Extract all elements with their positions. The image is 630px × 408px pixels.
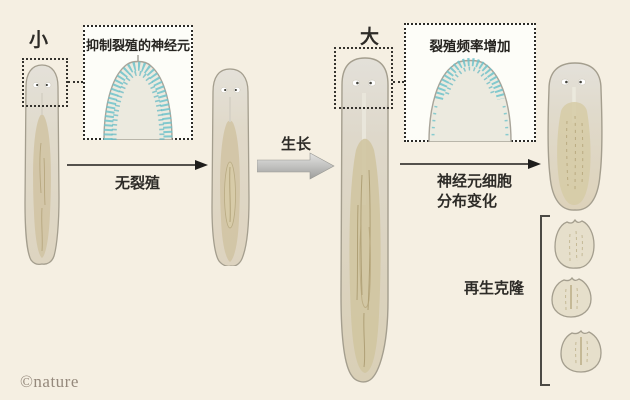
regen-clones-bracket <box>540 215 550 386</box>
inset-increase-title: 裂殖频率增加 <box>429 39 511 54</box>
clone-fragment-2 <box>551 276 592 318</box>
label-no-fission: 无裂殖 <box>114 175 160 192</box>
inset-inhibit-head-drawing <box>103 55 173 140</box>
label-regen-clones: 再生克隆 <box>464 280 525 297</box>
label-large: 大 <box>360 27 380 48</box>
dense-neuron-fringe <box>103 61 173 140</box>
worm-large-left-eye <box>352 79 360 87</box>
inset-inhibit-title: 抑制裂殖的神经元 <box>85 38 190 53</box>
worm-small-right-eye <box>44 82 52 88</box>
connector-small-to-inset <box>68 81 83 83</box>
inset-inhibit-fission: 抑制裂殖的神经元 <box>83 25 193 140</box>
worm-medium-illustration <box>211 68 250 266</box>
head-region-box-small <box>22 58 68 107</box>
inset-increase-head-drawing <box>428 58 512 142</box>
worm-large-illustration <box>340 57 389 383</box>
worm-medium-right-eye <box>233 87 241 93</box>
connector-large-to-inset <box>393 81 404 83</box>
growth-arrow <box>257 152 335 180</box>
worm-right-illustration <box>547 62 603 211</box>
label-neuron-change-line2: 分布变化 <box>437 193 498 210</box>
sparse-neuron-fringe <box>435 58 505 100</box>
label-neuron-change-line1: 神经元细胞 <box>437 173 513 190</box>
label-small: 小 <box>29 30 49 51</box>
nature-watermark: ©nature <box>20 372 79 391</box>
worm-small-illustration <box>24 64 60 266</box>
label-neuron-change: 神经元细胞 分布变化 <box>437 172 512 212</box>
head-region-box-large <box>334 47 393 109</box>
neuron-change-arrow <box>400 159 541 169</box>
worm-right-left-eye <box>561 78 569 86</box>
label-growth: 生长 <box>280 136 311 153</box>
worm-right-right-eye <box>578 78 586 86</box>
worm-large-right-eye <box>368 79 376 87</box>
worm-medium-left-eye <box>220 87 228 93</box>
clone-fragment-1 <box>554 218 595 269</box>
no-fission-arrow <box>67 160 208 170</box>
clone-fragment-3 <box>560 329 602 373</box>
worm-small-left-eye <box>32 82 40 88</box>
inset-increase-fission: 裂殖频率增加 <box>404 23 536 142</box>
